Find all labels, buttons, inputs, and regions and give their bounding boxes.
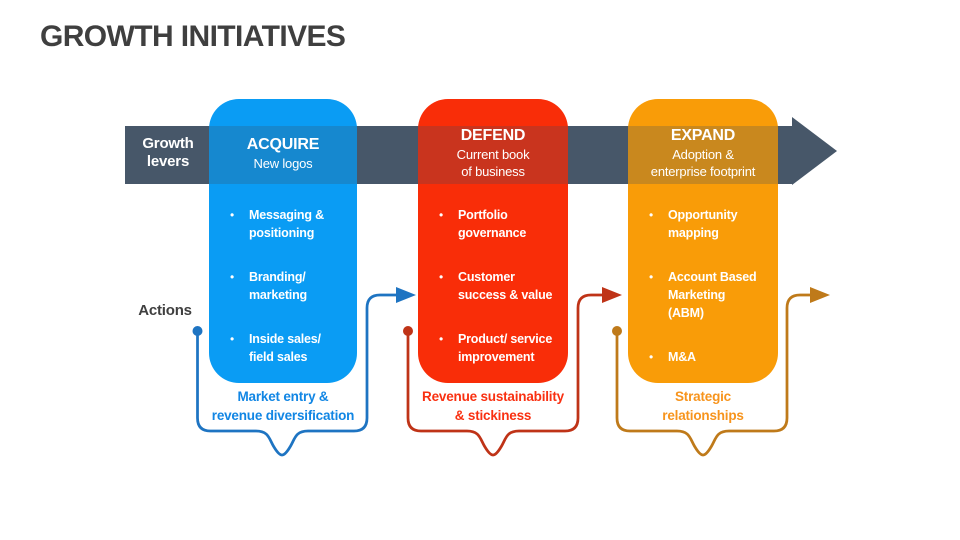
- bullet-line: Customer: [458, 270, 515, 284]
- bullet-icon: •: [230, 332, 235, 346]
- card-expand-band-shade: [628, 126, 778, 184]
- bullet-icon: •: [439, 270, 444, 284]
- actions-label: Actions: [138, 302, 192, 319]
- bullet-icon: •: [439, 208, 444, 222]
- bullet-line: Account Based: [668, 270, 757, 284]
- bullet-line: success & value: [458, 288, 553, 302]
- list-item: • Customer success & value: [439, 268, 568, 304]
- defend-outcome-label: Revenue sustainability & stickiness: [422, 389, 564, 423]
- bullet-line: M&A: [668, 350, 696, 364]
- bullet-icon: •: [649, 208, 654, 222]
- bullet-line: Messaging &: [249, 208, 324, 222]
- card-expand: EXPAND Adoption &enterprise footprint • …: [628, 99, 778, 383]
- list-item: • Messaging & positioning: [230, 206, 357, 242]
- bullet-line: field sales: [249, 350, 308, 364]
- card-acquire-bullet-list: • Messaging & positioning • Branding/mark…: [209, 206, 357, 366]
- expand-outcome-label: Strategic relationships: [662, 389, 744, 423]
- bullet-icon: •: [230, 208, 235, 222]
- growth-levers-line2: levers: [146, 153, 190, 170]
- card-defend-title: DEFEND: [460, 127, 526, 144]
- arrowhead-icon: [810, 287, 830, 303]
- list-item: • Product/ service improvement: [439, 330, 568, 366]
- card-acquire-header: ACQUIRE New logos: [209, 121, 357, 185]
- card-expand-header: EXPAND Adoption &enterprise footprint: [628, 121, 778, 185]
- card-defend-band-shade: [418, 126, 568, 184]
- arrowhead-icon: [396, 287, 416, 303]
- bullet-line: Opportunity: [668, 208, 738, 222]
- list-item: • M&A: [649, 348, 778, 366]
- growth-levers-label: Growth levers: [128, 135, 208, 171]
- growth-arrow-head-icon: [792, 117, 837, 185]
- connector-dot-icon: [612, 326, 622, 336]
- connector-dot-icon: [192, 326, 203, 336]
- bullet-icon: •: [649, 270, 654, 284]
- bullet-line: Portfolio: [458, 208, 508, 222]
- card-acquire-band-shade: [209, 126, 357, 184]
- connector-dot-icon: [403, 326, 413, 336]
- growth-levers-line1: Growth: [142, 135, 194, 152]
- bullet-line: governance: [458, 226, 527, 240]
- bullet-line: marketing: [249, 288, 307, 302]
- bullet-icon: •: [230, 270, 235, 284]
- list-item: • Opportunity mapping: [649, 206, 778, 242]
- bullet-line: positioning: [249, 226, 315, 240]
- card-expand-subtitle: Adoption &enterprise footprint: [650, 147, 756, 179]
- page-title: GROWTH INITIATIVES: [40, 20, 346, 53]
- bullet-line: Marketing: [668, 288, 726, 302]
- arrowhead-icon: [602, 287, 622, 303]
- bullet-line: Branding/: [249, 270, 306, 284]
- card-acquire: ACQUIRE New logos • Messaging & positioni…: [209, 99, 357, 383]
- bullet-icon: •: [439, 332, 444, 346]
- card-acquire-title: ACQUIRE: [246, 135, 320, 153]
- list-item: • Branding/marketing: [230, 268, 357, 304]
- card-defend-bullet-list: • Portfolio governance • Customer success …: [418, 206, 568, 366]
- list-item: • Portfolio governance: [439, 206, 568, 242]
- bullet-icon: •: [649, 350, 654, 364]
- list-item: • Inside sales/field sales: [230, 330, 357, 366]
- bullet-line: Product/ service: [458, 332, 553, 346]
- card-expand-title: EXPAND: [670, 127, 736, 144]
- bullet-line: improvement: [458, 350, 535, 364]
- bullet-line: mapping: [668, 226, 719, 240]
- bullet-line: Inside sales/: [249, 332, 321, 346]
- card-acquire-subtitle: New logos: [253, 155, 313, 171]
- bullet-line: (ABM): [668, 306, 704, 320]
- acquire-outcome-label: Market entry & revenue diversification: [211, 389, 355, 423]
